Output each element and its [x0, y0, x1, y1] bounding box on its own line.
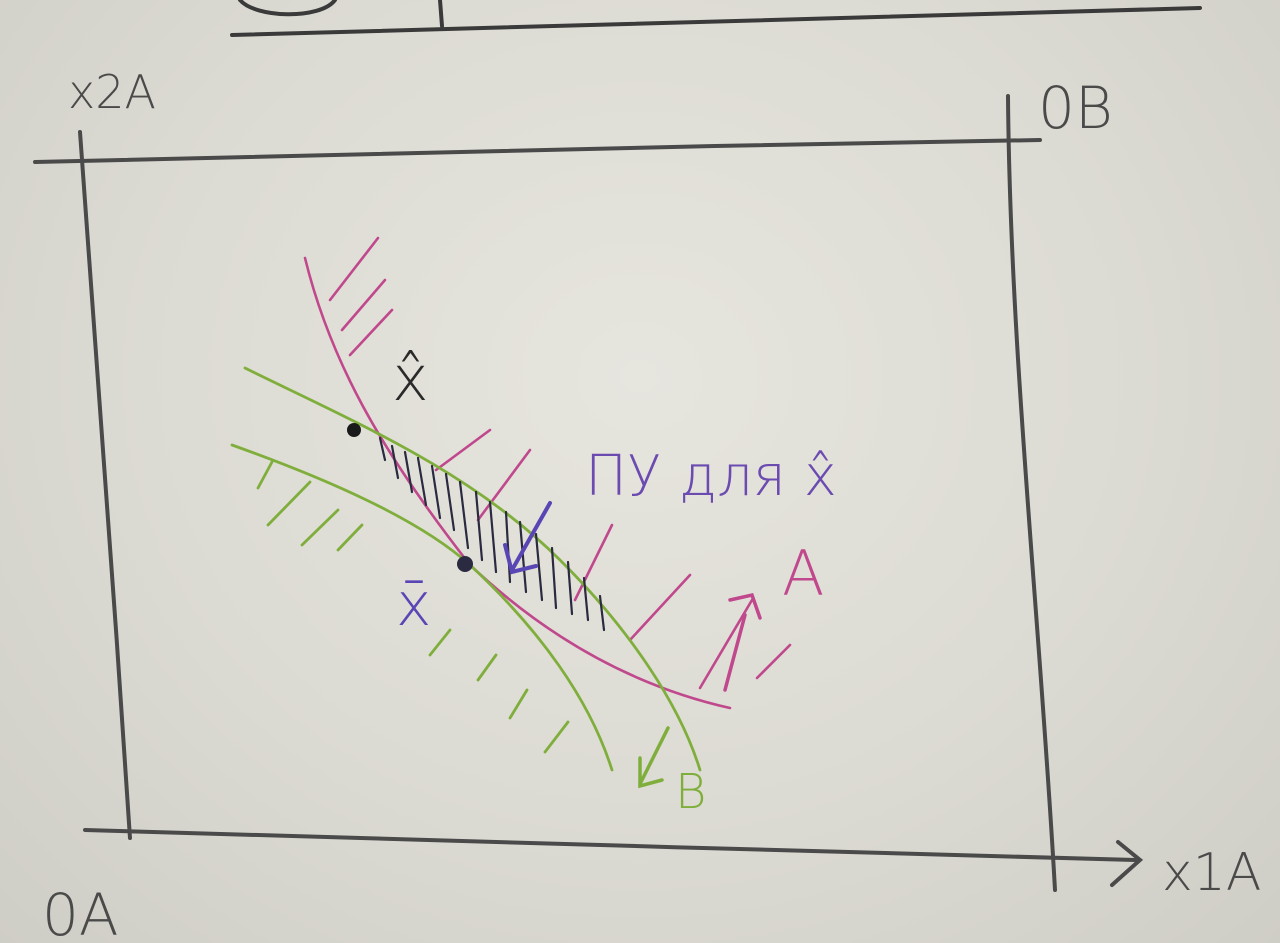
curve-b-hatching	[256, 460, 570, 754]
curve-b-label: B	[675, 764, 706, 820]
right-edge	[1006, 94, 1057, 892]
point-x-hat-label: x̂	[392, 342, 429, 415]
left-edge-x2-axis	[78, 130, 132, 840]
origin-b-label: 0B	[1038, 74, 1113, 142]
lens-hatching	[378, 436, 606, 632]
point-x-bar-label: x̄	[396, 570, 432, 640]
curve-b-arrow	[638, 726, 670, 789]
curve-a-arrow	[723, 592, 762, 692]
bottom-edge-x1-axis	[83, 828, 1137, 862]
top-scribble	[230, 0, 1202, 37]
box-frame	[33, 94, 1144, 892]
point-x-bar-marker	[457, 556, 473, 572]
top-edge	[33, 138, 1042, 164]
point-x-hat-marker	[347, 423, 361, 437]
x1-arrowhead	[1110, 840, 1144, 887]
axis-x1-label: x1A	[1162, 843, 1261, 903]
improvement-arrow	[503, 501, 552, 575]
origin-a-label: 0A	[42, 881, 119, 943]
curve-a-label: A	[782, 537, 824, 610]
axis-x2-label: x2A	[68, 65, 156, 119]
region-caption: ПУ для x̂	[585, 444, 837, 509]
